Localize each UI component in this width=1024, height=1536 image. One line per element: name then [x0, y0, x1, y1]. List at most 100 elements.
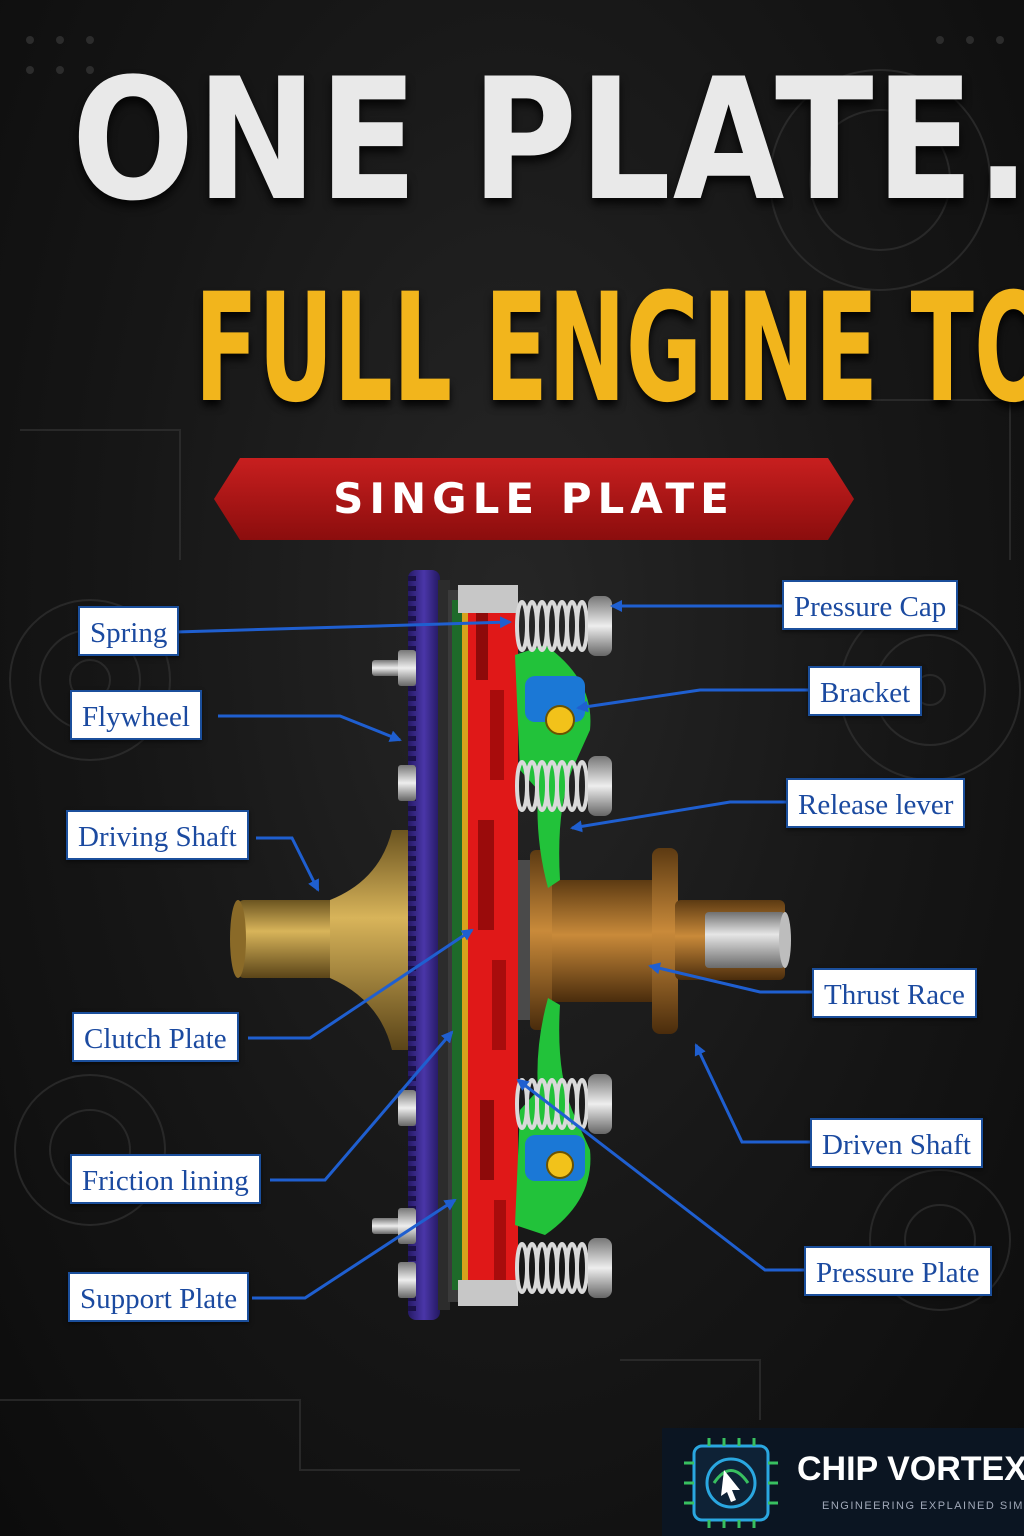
label-clutch-plate: Clutch Plate [72, 1012, 239, 1062]
flywheel-tooth [408, 1016, 416, 1021]
flywheel-tooth [408, 1246, 416, 1251]
title-banner: SINGLE PLATE CLUTCH [214, 458, 854, 540]
flywheel-tooth [408, 756, 416, 761]
arrow-clutch-plate [248, 928, 474, 1040]
brand-logo: CHIP VORTEX ENGINEERING EXPLAINED SIMPLY [662, 1428, 1024, 1536]
logo-tagline: ENGINEERING EXPLAINED SIMPLY [822, 1500, 1024, 1512]
label-friction-lining: Friction lining [70, 1154, 261, 1204]
flywheel-tooth [408, 1066, 416, 1071]
flywheel-tooth [408, 1006, 416, 1011]
flywheel-tooth [408, 616, 416, 621]
friction-lining [462, 600, 468, 1290]
label-driving-shaft: Driving Shaft [66, 810, 249, 860]
flywheel-tooth [408, 896, 416, 901]
flywheel-tooth [408, 1156, 416, 1161]
flywheel-tooth [408, 1046, 416, 1051]
driving-shaft [230, 830, 430, 1050]
flywheel-tooth [408, 646, 416, 651]
arrow-bracket [576, 688, 808, 713]
flywheel-tooth [408, 1136, 416, 1141]
chip-vortex-icon [684, 1438, 778, 1528]
flywheel-tooth [408, 886, 416, 891]
spring-assembly [515, 596, 612, 656]
flywheel-tooth [408, 856, 416, 861]
spring-assembly [515, 1238, 612, 1298]
label-support-plate: Support Plate [68, 1272, 250, 1322]
flywheel-tooth [408, 696, 416, 701]
label-pressure-cap: Pressure Cap [782, 580, 959, 630]
flywheel-tooth [408, 996, 416, 1001]
arrow-spring [175, 616, 512, 634]
driven-shaft [675, 900, 791, 980]
flywheel-tooth [408, 1086, 416, 1091]
label-driven-shaft: Driven Shaft [810, 1118, 983, 1168]
flywheel-tooth [408, 806, 416, 811]
flywheel-tooth [408, 606, 416, 611]
flywheel-tooth [408, 1186, 416, 1191]
flywheel-tooth [408, 816, 416, 821]
flywheel-tooth [408, 1306, 416, 1311]
pressure-plate [458, 585, 518, 1306]
flywheel-tooth [408, 1056, 416, 1061]
flywheel-tooth [408, 846, 416, 851]
release-lever-lower [515, 998, 591, 1235]
arrow-thrust-race [648, 962, 812, 994]
flywheel-tooth [408, 926, 416, 931]
pressure-cap [588, 756, 612, 816]
arrow-release-lever [570, 800, 786, 833]
flywheel-tooth [408, 716, 416, 721]
label-pressure-plate: Pressure Plate [804, 1246, 992, 1296]
flywheel-tooth [408, 1256, 416, 1261]
arrow-pressure-plate [516, 1078, 804, 1272]
banner-title: SINGLE PLATE CLUTCH [333, 474, 735, 605]
flywheel-tooth [408, 1036, 416, 1041]
flywheel-tooth [408, 736, 416, 741]
flywheel-tooth [408, 586, 416, 591]
flywheel-tooth [408, 1126, 416, 1131]
flywheel-bolts [372, 650, 416, 1298]
flywheel-tooth [408, 936, 416, 941]
flywheel-tooth [408, 576, 416, 581]
flywheel-tooth [408, 956, 416, 961]
headline-line-1: ONE PLATE. [71, 42, 1024, 238]
flywheel-tooth [408, 706, 416, 711]
label-thrust-race: Thrust Race [812, 968, 977, 1018]
flywheel-tooth [408, 1176, 416, 1181]
flywheel-tooth [408, 946, 416, 951]
flywheel-tooth [408, 1166, 416, 1171]
flywheel-tooth [408, 986, 416, 991]
label-bracket: Bracket [808, 666, 923, 716]
arrow-driven-shaft [694, 1043, 810, 1144]
flywheel-tooth [408, 826, 416, 831]
springs [515, 596, 612, 1298]
pressure-cap [588, 1238, 612, 1298]
flywheel-tooth [408, 596, 416, 601]
label-spring: Spring [78, 606, 180, 656]
arrow-driving-shaft [256, 836, 320, 892]
flywheel-tooth [408, 746, 416, 751]
pressure-cap [588, 596, 612, 656]
flywheel-tooth [408, 906, 416, 911]
logo-name: CHIP VORTEX [797, 1450, 1024, 1488]
label-release-lever: Release lever [786, 778, 966, 828]
flywheel-tooth [408, 1296, 416, 1301]
flywheel-tooth [408, 1196, 416, 1201]
flywheel-tooth [408, 876, 416, 881]
label-flywheel: Flywheel [70, 690, 202, 740]
pressure-cap [588, 1074, 612, 1134]
arrow-friction-lining [270, 1030, 454, 1182]
flywheel-tooth [408, 1146, 416, 1151]
flywheel-tooth [408, 626, 416, 631]
flywheel-tooth [408, 866, 416, 871]
flywheel-tooth [408, 636, 416, 641]
flywheel-tooth [408, 726, 416, 731]
flywheel-tooth [408, 836, 416, 841]
arrow-flywheel [218, 714, 402, 742]
spring-assembly [515, 756, 612, 816]
flywheel-tooth [408, 976, 416, 981]
flywheel-tooth [408, 1026, 416, 1031]
arrow-support-plate [252, 1198, 457, 1300]
flywheel-tooth [408, 916, 416, 921]
